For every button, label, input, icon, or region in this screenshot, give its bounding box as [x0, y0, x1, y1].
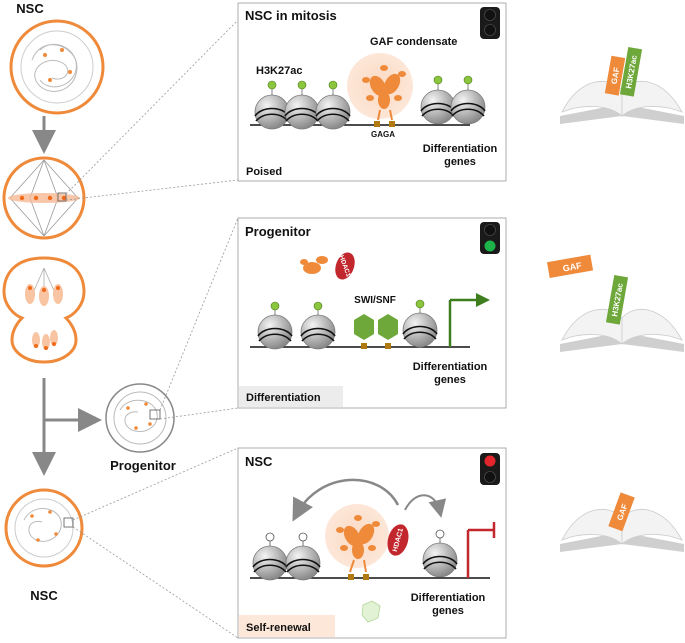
hdac1-bound: HDAC1 — [387, 524, 409, 556]
gaga-site — [389, 121, 395, 127]
acetyl-marks — [270, 299, 425, 315]
panel-nsc: NSC — [237, 447, 507, 639]
traffic-light-1 — [480, 7, 500, 39]
nucleosome — [402, 312, 438, 348]
panel-mitosis: NSC in mitosis GAF condensate H3K27ac — [237, 2, 507, 182]
panel-3-title: NSC — [245, 454, 273, 469]
mitotic-cell — [2, 156, 86, 240]
progenitor-cell — [105, 383, 175, 453]
swisnf-subunit — [354, 314, 374, 340]
traffic-light-3 — [480, 453, 500, 485]
book-3: GAF — [560, 492, 684, 552]
deacetylated-marks — [265, 529, 445, 546]
nucleosome — [422, 542, 458, 578]
hdac-spread-arrow-left — [292, 478, 400, 522]
acetyl-marks — [267, 75, 473, 95]
book-1: GAF H3K27ac — [560, 46, 684, 124]
active-tss-arrow — [448, 293, 490, 347]
traffic-light-2 — [480, 222, 500, 254]
panel-1-genes-line2: genes — [444, 156, 476, 168]
nucleosome — [450, 89, 486, 125]
nsc-cell-top — [9, 19, 105, 115]
nsc-top-label: NSC — [16, 1, 44, 16]
panel-1-title: NSC in mitosis — [245, 8, 337, 23]
swisnf-label: SWI/SNF — [354, 295, 396, 306]
book-2: GAF H3K27ac — [546, 254, 684, 352]
gaf-protein-cluster — [362, 65, 406, 121]
swisnf-subunit — [378, 314, 398, 340]
zoom-connectors — [65, 19, 239, 639]
free-swisnf — [361, 600, 381, 623]
self-renewal-label: Self-renewal — [246, 622, 311, 634]
nucleosome — [315, 94, 351, 130]
panel-1-genes-line1: Differentiation — [423, 143, 498, 155]
gaga-label: GAGA — [371, 130, 395, 139]
nsc-cell-bottom — [4, 488, 84, 568]
differentiation-label: Differentiation — [246, 392, 321, 404]
nucleosome — [252, 545, 288, 581]
condensate-label: GAF condensate — [370, 36, 457, 48]
gaf-hdac-free: HDAC1 — [300, 252, 355, 280]
nucleosome — [284, 94, 320, 130]
nucleosome — [285, 545, 321, 581]
panel-2-genes-line1: Differentiation — [413, 361, 488, 373]
panel-2-genes-line2: genes — [434, 374, 466, 386]
nucleosome — [257, 314, 293, 350]
repressed-tss — [466, 522, 496, 578]
gaga-site — [363, 574, 369, 580]
dividing-cell — [2, 256, 86, 364]
book-1-tag-gaf: GAF — [610, 67, 622, 85]
branch-arrows — [32, 378, 102, 476]
book-2-tag-gaf: GAF — [562, 260, 583, 273]
nsc-bottom-label: NSC — [30, 588, 58, 603]
gaga-site — [348, 574, 354, 580]
gaf-protein-cluster — [336, 515, 380, 573]
state-chip-2 — [239, 386, 343, 407]
nucleosome — [254, 94, 290, 130]
gaga-site — [374, 121, 380, 127]
poised-label: Poised — [246, 166, 282, 178]
panel-3-genes-line2: genes — [432, 605, 464, 617]
nucleosome — [420, 89, 456, 125]
panel-2-title: Progenitor — [245, 224, 311, 239]
gaga-site — [361, 343, 367, 349]
nucleosome — [300, 314, 336, 350]
gaga-site — [385, 343, 391, 349]
hdac-spread-arrow-right — [404, 494, 447, 518]
panel-progenitor: Progenitor HDAC1 SWI/SNF — [237, 217, 507, 409]
h3k27ac-label: H3K27ac — [256, 65, 302, 77]
panel-3-genes-line1: Differentiation — [411, 592, 486, 604]
progenitor-label: Progenitor — [110, 458, 176, 473]
state-chip-3 — [239, 615, 335, 637]
